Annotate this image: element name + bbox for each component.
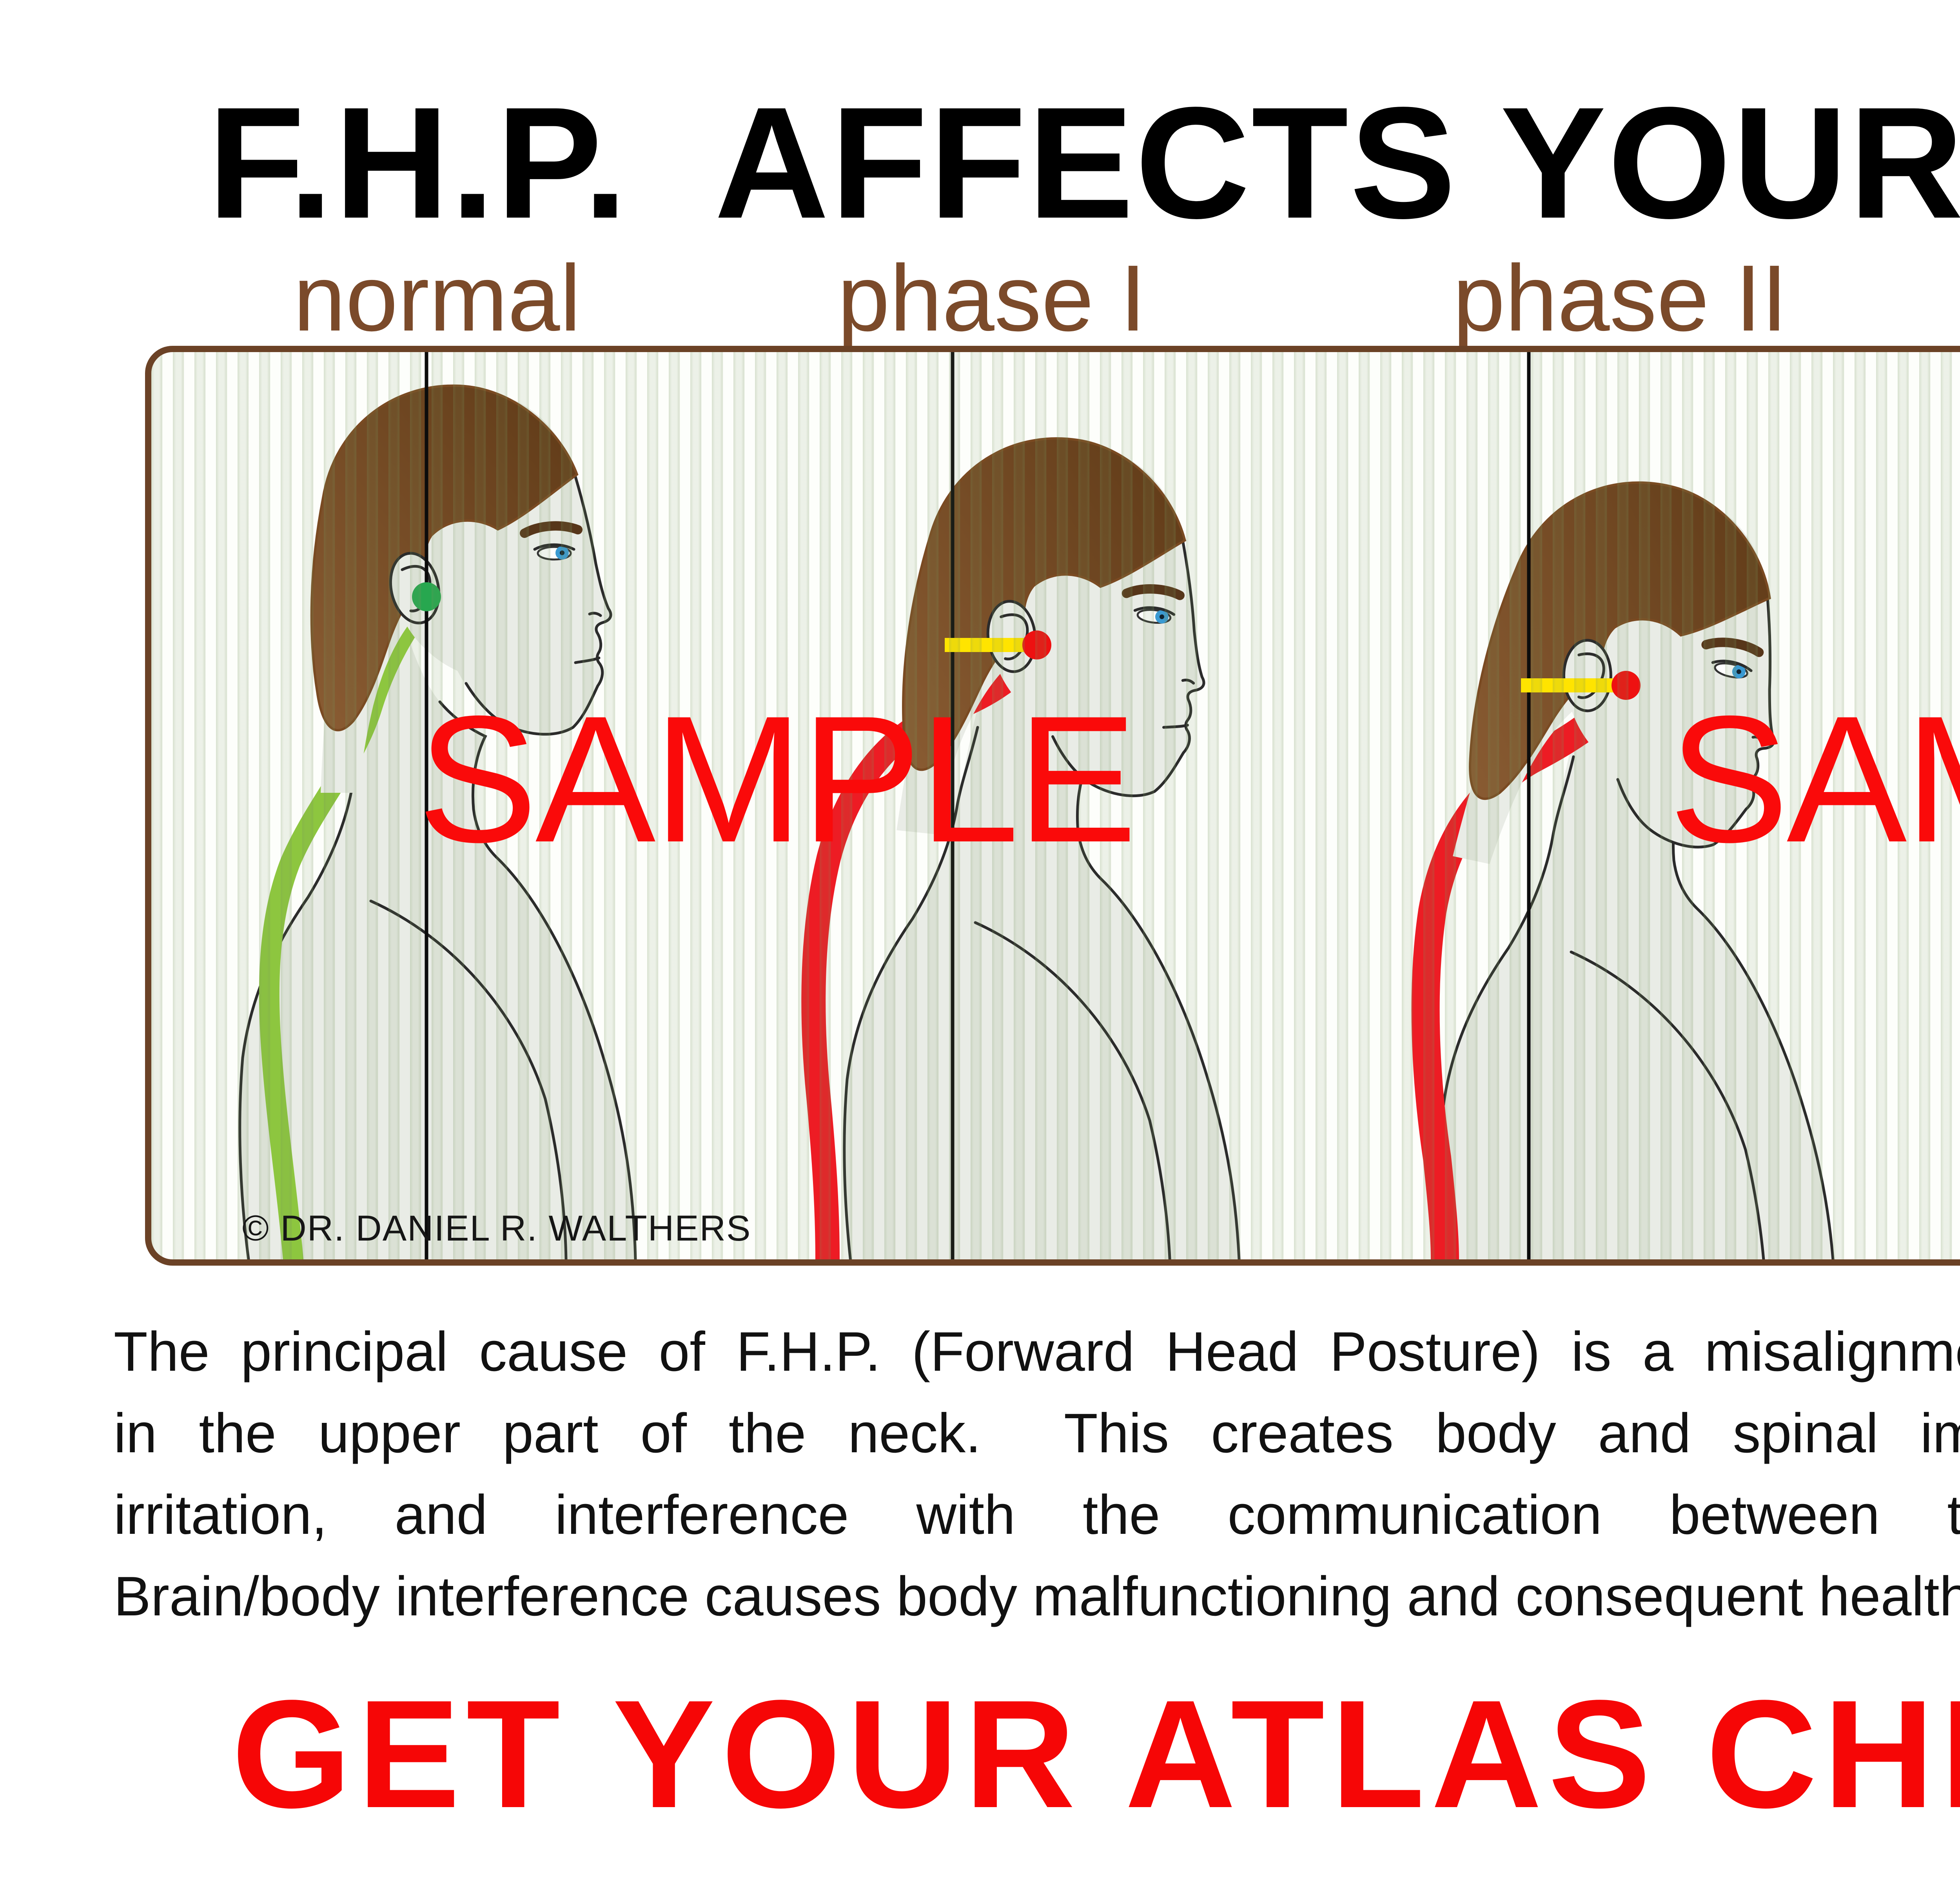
alignment-dot-phase-1: [1022, 630, 1051, 659]
page-title: F.H.P. AFFECTS YOUR HEALTH: [208, 74, 1960, 251]
spine-curve-phase-2: [1411, 676, 1640, 1259]
spine-curve-normal: [259, 591, 437, 1259]
figure-normal: [240, 352, 635, 1259]
paragraph-line: The principal cause of F.H.P. (Forward H…: [114, 1321, 1960, 1383]
alignment-dot-phase-2: [1612, 671, 1641, 700]
label-normal: normal: [293, 245, 581, 351]
paragraph-line: in the upper part of the neck. This crea…: [114, 1402, 1960, 1464]
body-paragraph: The principal cause of F.H.P. (Forward H…: [114, 1311, 1960, 1637]
label-phase-1: phase I: [837, 245, 1146, 351]
paragraph-line: irritation, and interference with the co…: [114, 1484, 1960, 1546]
paragraph-line: Brain/body interference causes body malf…: [114, 1565, 1960, 1628]
sample-watermark: SAMPLE: [1668, 679, 1960, 880]
figure-phase-2: [1411, 352, 1836, 1259]
copyright-notice: © DR. DANIEL R. WALTHERS: [242, 1208, 751, 1248]
posture-figures-svg: [151, 352, 1960, 1259]
call-to-action: GET YOUR ATLAS CHECKED!: [232, 1668, 1960, 1840]
sample-watermark: SAMPLE: [417, 679, 1137, 880]
figure-phase-1: [801, 352, 1240, 1259]
alignment-dot-normal: [412, 582, 441, 611]
label-phase-2: phase II: [1453, 245, 1788, 351]
